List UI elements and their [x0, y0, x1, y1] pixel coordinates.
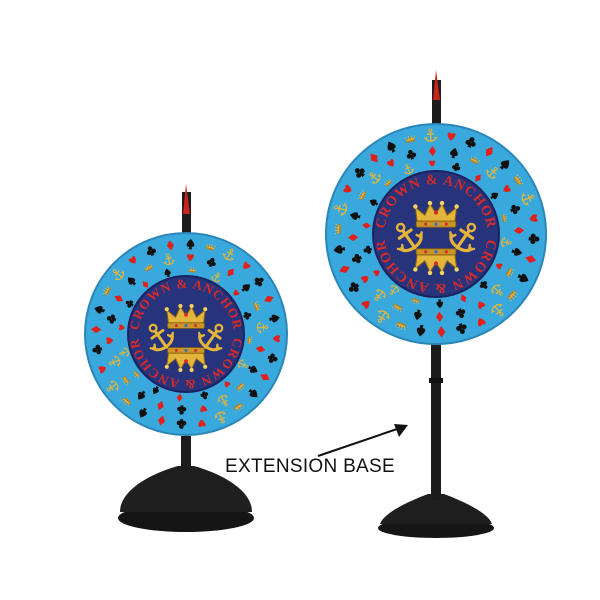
pointer-icon — [432, 70, 441, 126]
extension-base-label: EXTENSION BASE — [225, 456, 395, 477]
wheel-standard: CROWN & ANCHOR CROWN & ANCHOR — [84, 184, 288, 532]
arrow-icon — [317, 424, 408, 457]
stand-base-extension — [378, 300, 494, 538]
pointer-icon — [182, 184, 191, 238]
center-medallion: CROWN & ANCHOR CROWN & ANCHOR — [126, 275, 245, 393]
center-medallion: CROWN & ANCHOR CROWN & ANCHOR — [372, 170, 500, 298]
stand-base-standard — [118, 436, 254, 532]
wheel-extension: CROWN & ANCHOR CROWN & ANCHOR — [325, 70, 547, 538]
